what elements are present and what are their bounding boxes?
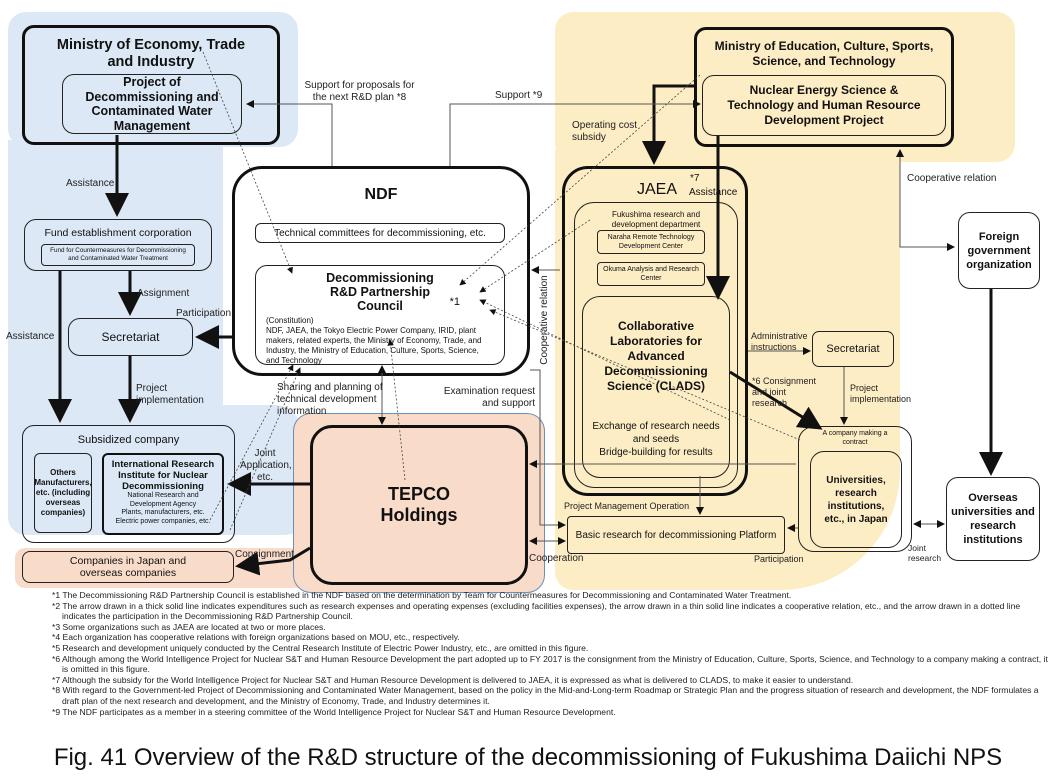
okuma-label: Okuma Analysis and Research Center [603,266,699,282]
fund-sub-label: Fund for Countermeasures for Decommissio… [50,247,186,262]
company-contract-box[interactable]: A company making a contract [798,426,912,552]
label-joint-research: Joint research [908,543,942,563]
note-5: *5 Research and development uniquely con… [52,642,589,653]
note-1: *1 The Decommissioning R&D Partnership C… [52,590,792,600]
mext-title: Ministry of Education, Culture, Sports, … [714,39,934,68]
mext-project-box[interactable]: Nuclear Energy Science & Technology and … [702,75,946,136]
note-4: *4 Each organization has cooperative rel… [52,632,460,643]
fund-box[interactable]: Fund establishment corporation Fund for … [24,219,212,271]
others-label: Others Manufacturers, etc. (including ov… [34,468,92,517]
label-assignment: Assignment [137,288,190,299]
mext-project-label: Nuclear Energy Science & Technology and … [727,83,921,127]
label-assistance-1: Assistance [66,178,115,189]
jaea-title: JAEA [637,181,678,198]
note-3: *3 Some organizations such as JAEA are l… [52,621,326,632]
naraha-label: Naraha Remote Technology Development Cen… [607,234,695,250]
label-operating-cost: Operating cost subsidy [572,120,638,143]
figure-caption: Fig. 41 Overview of the R&D structure of… [53,744,1003,771]
constitution-label: (Constitution) [266,316,314,325]
clads-desc-2: Bridge-building for results [599,447,713,458]
clads-box[interactable]: Collaborative Laboratories for Advanced … [582,296,730,478]
clads-desc-0: Exchange of research needs [592,421,720,432]
label-admin-instr: Administrative instructions [751,331,808,352]
meti-title: Ministry of Economy, Trade and Industry [56,37,246,70]
label-joint-app: Joint Application, etc. [240,448,292,483]
others-box[interactable]: Others Manufacturers, etc. (including ov… [34,453,92,533]
irid-member-2: Plants, manufacturers, etc. [121,509,205,516]
naraha-box[interactable]: Naraha Remote Technology Development Cen… [597,230,705,254]
platform-label: Basic research for decommissioning Platf… [575,529,777,541]
label-assistance-2: Assistance [6,331,55,342]
note-6: *6 Although among the World Intelligence… [52,653,1048,675]
label-coop-vertical: Cooperative relation [538,275,550,365]
secretariat-left-label: Secretariat [101,330,160,344]
note-2: *2 The arrow drawn in a thick solid line… [52,600,1021,622]
label-participation-2: Participation [754,554,804,564]
foreign-government-box[interactable]: Foreign government organization [958,212,1040,289]
label-consign-joint: *6 Consignment and joint research [752,376,817,408]
label-participation-1: Participation [176,308,232,319]
council-note: *1 [449,296,460,308]
label-cooperation: Cooperation [529,553,584,564]
note-7: *7 Although the subsidy for the World In… [52,674,854,685]
companies-japan-box[interactable]: Companies in Japan and overseas companie… [22,551,234,583]
technical-committees-box[interactable]: Technical committees for decommissioning… [255,223,505,243]
meti-project-label: Project of Decommissioning and Contamina… [85,75,219,133]
irid-title: International Research Institute for Nuc… [111,459,215,492]
tepco-region [293,413,545,593]
irid-member-3: Electric power companies, etc. [115,517,211,525]
label-coop-relation: Cooperative relation [907,173,997,184]
tepco-label: TEPCO Holdings [380,484,458,525]
mext-box[interactable]: Ministry of Education, Culture, Sports, … [694,27,954,147]
technical-committees-label: Technical committees for decommissioning… [274,227,486,239]
council-title: Decommissioning R&D Partnership Council [326,271,434,313]
secretariat-right-label: Secretariat [826,343,880,355]
platform-box[interactable]: Basic research for decommissioning Platf… [567,516,785,554]
irid-member-1: Development Agency [129,500,197,508]
label-exam-request: Examination request and support [443,386,535,409]
label-project-impl-1: Project implementation [136,383,204,406]
note-9: *9 The NDF participates as a member in a… [52,706,616,717]
company-contract-label: A company making a contract [822,430,888,446]
fukushima-dept-label: Fukushima research and development depar… [611,210,701,229]
label-project-impl-2: Project implementation [850,383,912,404]
irid-box[interactable]: International Research Institute for Nuc… [102,453,224,535]
foreign-government-label: Foreign government organization [966,230,1032,271]
secretariat-left[interactable]: Secretariat [68,318,193,356]
label-support-proposals: Support for proposals for the next R&D p… [304,80,415,103]
overseas-label: Overseas universities and research insti… [951,492,1035,546]
label-consignment: Consignment [235,549,294,560]
constitution-text: NDF, JAEA, the Tokyo Electric Power Comp… [266,325,482,365]
label-support9: Support *9 [495,90,543,101]
tepco-box[interactable]: TEPCO Holdings [310,425,528,585]
companies-japan-label: Companies in Japan and overseas companie… [69,554,187,580]
jaea-assistance-label: Assistance [689,187,738,198]
clads-desc-1: and seeds [632,434,680,445]
secretariat-right[interactable]: Secretariat [812,331,894,367]
jaea-note: *7 [690,173,700,184]
footnotes: *1 The Decommissioning R&D Partnership C… [52,590,1052,717]
fund-sub-box: Fund for Countermeasures for Decommissio… [41,244,195,266]
fund-title: Fund establishment corporation [44,227,192,239]
okuma-box[interactable]: Okuma Analysis and Research Center [597,262,705,286]
ndf-title: NDF [364,186,398,203]
universities-box[interactable]: Universities, research institutions, etc… [810,451,902,548]
council-box[interactable]: Decommissioning R&D Partnership Council … [255,265,505,365]
line-coop-foreign [896,149,955,251]
note-8: *8 With regard to the Government-led Pro… [52,685,1039,706]
irid-member-0: National Research and [127,492,199,499]
clads-title: Collaborative Laboratories for Advanced … [604,319,708,393]
universities-label: Universities, research institutions, etc… [824,474,888,525]
label-sharing: Sharing and planning of technical develo… [277,382,383,417]
label-pmo: Project Management Operation [564,501,690,511]
subsidized-title: Subsidized company [77,434,180,446]
overseas-box[interactable]: Overseas universities and research insti… [946,477,1040,561]
meti-project-box[interactable]: Project of Decommissioning and Contamina… [62,74,242,134]
